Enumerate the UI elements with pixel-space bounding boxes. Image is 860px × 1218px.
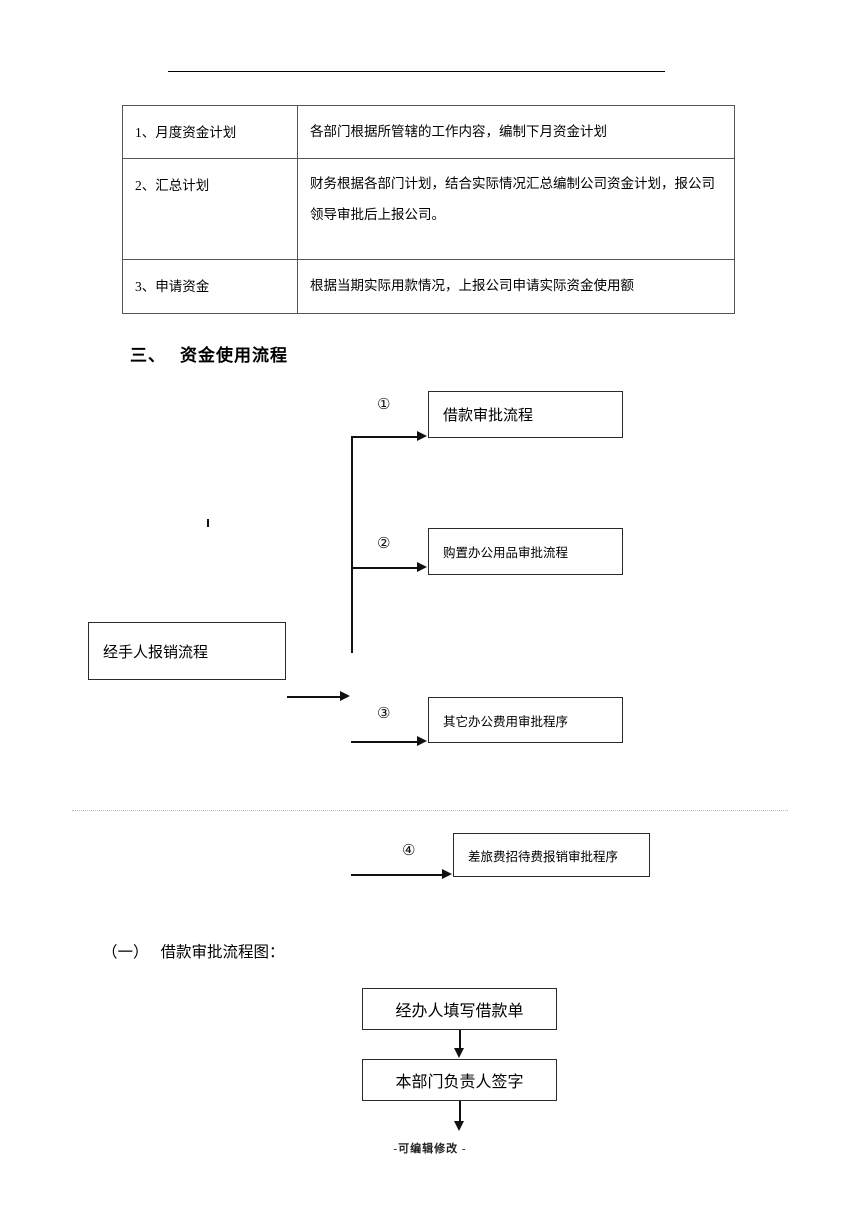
arrow-head-icon	[442, 869, 452, 879]
bottom-connector-line-1	[459, 1030, 461, 1050]
flow-box-3-label: 其它办公费用审批程序	[443, 714, 569, 729]
bottom-connector-line-2	[459, 1101, 461, 1123]
table-cell-label: 2、汇总计划	[122, 158, 298, 261]
table-row: 1、月度资金计划 各部门根据所管辖的工作内容，编制下月资金计划	[122, 104, 735, 160]
page-break-separator	[72, 810, 788, 811]
table-cell-description: 根据当期实际用款情况，上报公司申请实际资金使用额	[297, 259, 735, 314]
table-row: 2、汇总计划 财务根据各部门计划，结合实际情况汇总编制公司资金计划，报公司领导审…	[122, 158, 735, 261]
table-cell-label: 3、申请资金	[122, 259, 298, 314]
flow-box-1-label: 借款审批流程	[443, 408, 534, 424]
arrow-head-down-icon	[454, 1048, 464, 1058]
section-number: 三、	[130, 346, 166, 365]
arrow-head-icon	[417, 431, 427, 441]
table-row: 3、申请资金 根据当期实际用款情况，上报公司申请实际资金使用额	[122, 259, 735, 314]
branch-marker-2: ②	[377, 534, 391, 552]
subsection-title: 借款审批流程图：	[160, 944, 285, 961]
subsection-heading: （一） 借款审批流程图：	[102, 940, 285, 962]
arrow-head-icon	[417, 736, 427, 746]
ink-artifact	[207, 519, 209, 527]
flow-box-2-label: 购置办公用品审批流程	[443, 546, 569, 560]
flow-source-stub-line	[287, 696, 342, 698]
flow-branch-line-2	[351, 567, 419, 569]
branch-marker-1: ①	[377, 395, 391, 413]
flow-branch-line-1	[351, 436, 419, 438]
bottom-flow-box-2-label: 本部门负责人签字	[395, 1074, 524, 1091]
flow-box-4: 差旅费招待费报销审批程序	[453, 833, 650, 877]
branch-marker-4: ④	[402, 841, 416, 859]
fund-plan-table: 1、月度资金计划 各部门根据所管辖的工作内容，编制下月资金计划 2、汇总计划 财…	[122, 104, 735, 314]
branch-marker-3: ③	[377, 704, 391, 722]
flow-box-3: 其它办公费用审批程序	[428, 697, 623, 743]
footer-note: -可编辑修改 -	[393, 1143, 467, 1155]
flow-branch-line-3	[351, 741, 419, 743]
flow-branch-line-4	[351, 874, 444, 876]
arrow-head-icon	[417, 562, 427, 572]
bottom-flow-box-1-label: 经办人填写借款单	[395, 1003, 524, 1020]
flow-box-4-label: 差旅费招待费报销审批程序	[468, 849, 619, 864]
section-title: 资金使用流程	[180, 346, 288, 365]
arrow-head-down-icon	[454, 1121, 464, 1131]
flow-box-source: 经手人报销流程	[88, 622, 286, 680]
flow-box-1: 借款审批流程	[428, 391, 623, 438]
top-horizontal-rule	[168, 71, 665, 72]
arrow-head-icon	[340, 691, 350, 701]
subsection-number: （一）	[102, 944, 149, 961]
bottom-flow-box-2: 本部门负责人签字	[362, 1059, 557, 1101]
flow-box-source-label: 经手人报销流程	[103, 644, 209, 661]
section-heading: 三、资金使用流程	[130, 341, 288, 366]
bottom-flow-box-1: 经办人填写借款单	[362, 988, 557, 1030]
table-cell-description: 财务根据各部门计划，结合实际情况汇总编制公司资金计划，报公司领导审批后上报公司。	[297, 158, 735, 261]
flow-box-2: 购置办公用品审批流程	[428, 528, 623, 575]
table-cell-description: 各部门根据所管辖的工作内容，编制下月资金计划	[297, 104, 735, 160]
table-cell-label: 1、月度资金计划	[122, 104, 298, 160]
flow-trunk-line	[351, 437, 353, 653]
